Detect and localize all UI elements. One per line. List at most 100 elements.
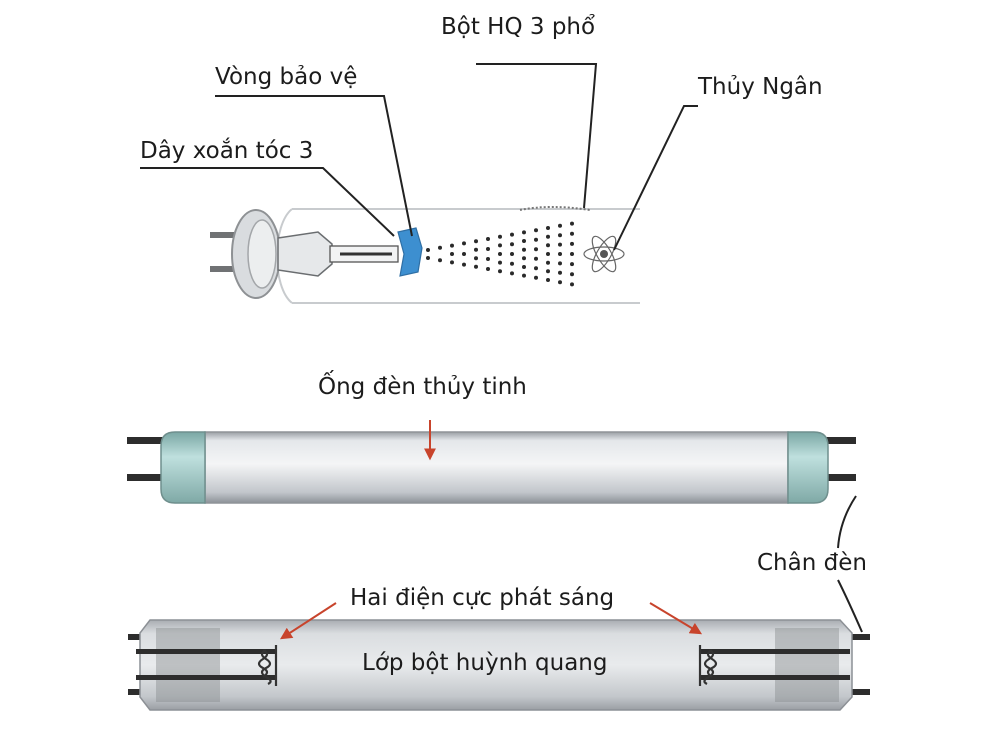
section-lamp (128, 602, 870, 711)
right-end-cap (787, 431, 829, 504)
vapor-dot (546, 226, 550, 230)
vapor-dot (510, 242, 514, 247)
label-phosphor-layer: Lớp bột huỳnh quang (362, 650, 608, 676)
vapor-dot (522, 273, 526, 278)
right-pin-upper (822, 437, 856, 444)
vapor-dot (510, 232, 514, 237)
vapor-dot (522, 239, 526, 243)
vapor-dot (474, 247, 478, 252)
vapor-dot (558, 261, 562, 266)
right-electrode-coil (698, 645, 718, 686)
vapor-dot (450, 252, 454, 256)
vapor-dot (486, 237, 490, 241)
vapor-dot (510, 252, 514, 256)
vapor-dot (558, 270, 562, 275)
vapor-dot (486, 247, 490, 251)
vapor-dot (474, 264, 478, 269)
vapor-dot (546, 269, 550, 274)
leader-phosphor-powder (476, 63, 598, 209)
vapor-dot (570, 262, 574, 267)
cutaway-pin-upper (210, 232, 246, 238)
vapor-dot (462, 262, 466, 267)
vapor-dot (534, 275, 538, 280)
right-pin-lower (822, 474, 856, 481)
label-coil-filament: Dây xoắn tóc 3 (140, 138, 314, 164)
electrode-arrow-left (279, 602, 337, 640)
vapor-dot (450, 243, 454, 248)
section-right-cap (775, 628, 839, 702)
mercury-atom (583, 235, 625, 273)
vapor-dot (438, 245, 442, 250)
vapor-dot (558, 233, 562, 238)
left-end-cap (160, 431, 206, 504)
vapor-dot (546, 234, 550, 239)
vapor-dot (498, 252, 502, 256)
vapor-dot (462, 252, 466, 256)
vapor-dot (498, 269, 502, 274)
vapor-dot (474, 239, 478, 244)
vapor-dot (510, 261, 514, 266)
glass-tube-lamp (127, 420, 856, 504)
leader-pins-upper (837, 495, 857, 549)
cutaway-stem (277, 231, 333, 277)
vapor-dot (546, 252, 550, 256)
vapor-dot (534, 247, 538, 252)
label-protective-ring: Vòng bảo vệ (215, 64, 358, 90)
cutaway-lamp (210, 206, 640, 304)
section-left-cap (156, 628, 220, 702)
vapor-dot (522, 230, 526, 235)
vapor-dot (426, 248, 430, 252)
protective-ring (397, 227, 423, 277)
vapor-dot (546, 278, 550, 282)
vapor-dot (570, 221, 574, 226)
vapor-dot (522, 247, 526, 252)
left-pin-lower (127, 474, 167, 481)
electrode-arrow-right (649, 602, 703, 635)
leader-coil-filament (140, 167, 395, 237)
leader-protective-ring (215, 95, 413, 237)
vapor-dot (522, 265, 526, 269)
vapor-dot (558, 242, 562, 247)
vapor-dot (486, 257, 490, 261)
leader-mercury (613, 105, 698, 251)
vapor-dot (546, 260, 550, 265)
vapor-dot (558, 280, 562, 285)
vapor-dot (570, 282, 574, 287)
vapor-dot (486, 267, 490, 271)
vapor-dot (474, 256, 478, 261)
vapor-dot (450, 260, 454, 265)
section-tube-body (139, 619, 853, 711)
vapor-dot (570, 272, 574, 277)
cutaway-pin-lower (210, 266, 246, 272)
vapor-dot (462, 241, 466, 246)
vapor-dot (534, 237, 538, 242)
label-phosphor-powder: Bột HQ 3 phổ (441, 14, 596, 40)
mercury-vapor-dots (426, 221, 574, 287)
vapor-dot (558, 223, 562, 228)
top-leader-lines (140, 63, 698, 251)
vapor-dot (426, 256, 430, 260)
label-lamp-pins: Chân đèn (757, 550, 867, 576)
vapor-dot (534, 256, 538, 261)
left-pin-upper (127, 437, 167, 444)
vapor-dot (570, 241, 574, 246)
vapor-dot (498, 243, 502, 248)
vapor-dot (498, 260, 502, 265)
vapor-dot (438, 258, 442, 263)
pins-leader-lines (837, 495, 863, 633)
label-glass-tube: Ống đèn thủy tinh (318, 374, 527, 400)
leader-pins-lower (837, 579, 863, 633)
vapor-dot (570, 252, 574, 256)
vapor-dot (546, 243, 550, 248)
vapor-dot (498, 234, 502, 239)
glass-tube-body (204, 431, 789, 504)
vapor-dot (522, 256, 526, 261)
vapor-dot (570, 231, 574, 236)
vapor-dot (534, 266, 538, 271)
label-mercury: Thủy Ngân (698, 74, 823, 100)
vapor-dot (558, 252, 562, 256)
vapor-dot (510, 271, 514, 276)
vapor-dot (534, 228, 538, 233)
